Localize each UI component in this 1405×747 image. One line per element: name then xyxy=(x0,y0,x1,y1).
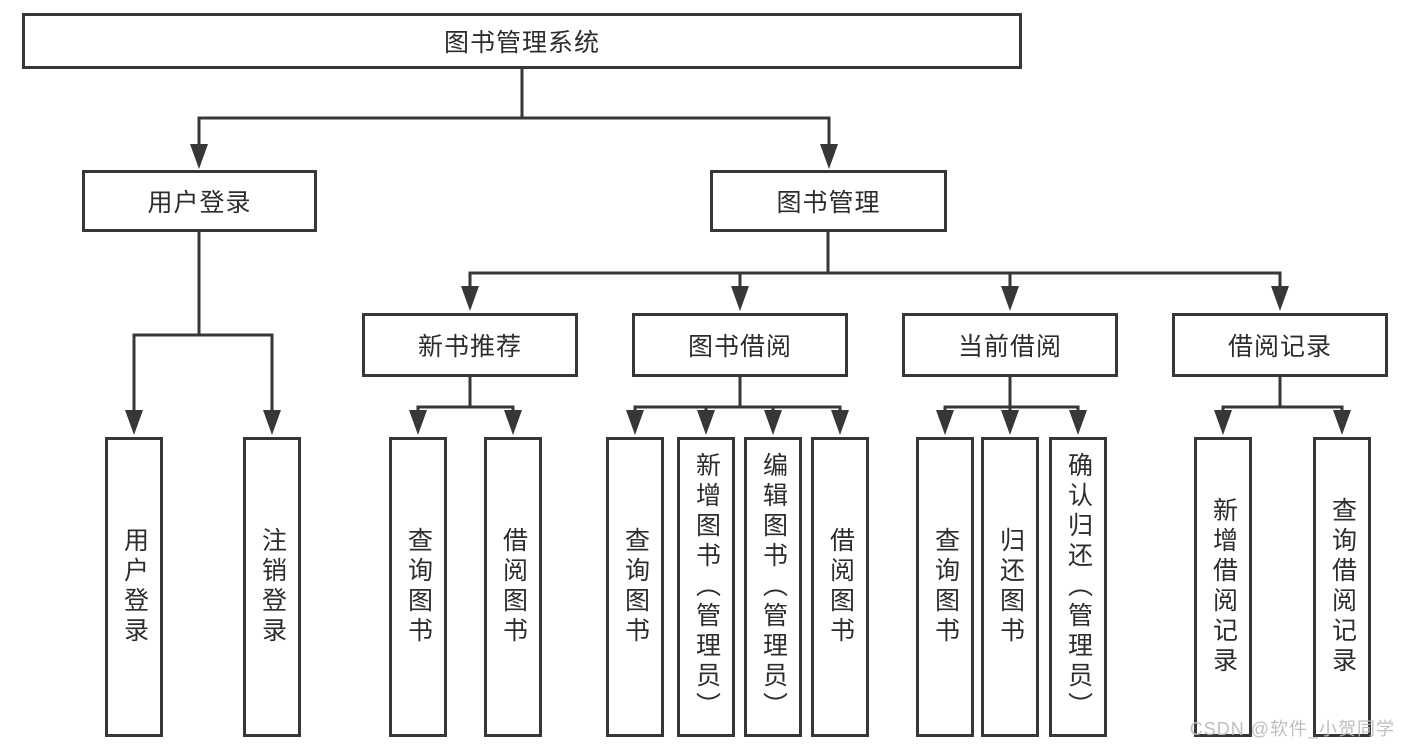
leaf-logout-label: 注销登录 xyxy=(258,527,287,647)
node-library-system: 图书管理系统 xyxy=(22,13,1022,69)
leaf-query-books-borrow-label: 查询图书 xyxy=(621,527,650,647)
leaf-logout: 注销登录 xyxy=(243,437,301,737)
node-book-management-label: 图书管理 xyxy=(776,189,881,217)
leaf-borrow-books-recommend-label: 借阅图书 xyxy=(499,527,528,647)
leaf-query-borrow-record: 查询借阅记录 xyxy=(1313,437,1371,737)
leaf-query-books-recommend-label: 查询图书 xyxy=(404,527,433,647)
node-current-borrow: 当前借阅 xyxy=(902,313,1118,377)
node-new-book-recommend: 新书推荐 xyxy=(362,313,578,377)
arrowheads xyxy=(125,144,1351,435)
leaf-edit-books-admin-label: 编辑图书（管理员） xyxy=(759,452,788,722)
leaf-query-books-borrow: 查询图书 xyxy=(606,437,664,737)
leaf-confirm-return-admin: 确认归还（管理员） xyxy=(1049,437,1107,737)
leaf-add-books-admin-label: 新增图书（管理员） xyxy=(692,452,721,722)
node-current-borrow-label: 当前借阅 xyxy=(957,333,1062,361)
node-book-management: 图书管理 xyxy=(710,170,947,232)
leaf-confirm-return-admin-label: 确认归还（管理员） xyxy=(1064,452,1093,722)
node-user-login-label: 用户登录 xyxy=(147,189,252,217)
leaf-edit-books-admin: 编辑图书（管理员） xyxy=(744,437,802,737)
leaf-add-borrow-record: 新增借阅记录 xyxy=(1194,437,1252,737)
leaf-add-borrow-record-label: 新增借阅记录 xyxy=(1209,497,1238,677)
node-new-book-recommend-label: 新书推荐 xyxy=(417,333,522,361)
leaf-query-books-current: 查询图书 xyxy=(916,437,974,737)
node-book-borrow: 图书借阅 xyxy=(632,313,848,377)
leaf-borrow-books-label: 借阅图书 xyxy=(826,527,855,647)
leaf-query-books-current-label: 查询图书 xyxy=(931,527,960,647)
leaf-borrow-books-recommend: 借阅图书 xyxy=(484,437,542,737)
leaf-return-books: 归还图书 xyxy=(981,437,1039,737)
node-book-borrow-label: 图书借阅 xyxy=(687,333,792,361)
leaf-user-login-label: 用户登录 xyxy=(120,527,149,647)
leaf-query-books-recommend: 查询图书 xyxy=(389,437,447,737)
leaf-query-borrow-record-label: 查询借阅记录 xyxy=(1328,497,1357,677)
leaf-user-login: 用户登录 xyxy=(105,437,163,737)
node-user-login: 用户登录 xyxy=(82,170,317,232)
csdn-watermark: CSDN @软件_小贺同学 xyxy=(1189,719,1395,739)
leaf-add-books-admin: 新增图书（管理员） xyxy=(677,437,735,737)
node-borrow-records-label: 借阅记录 xyxy=(1227,333,1332,361)
node-borrow-records: 借阅记录 xyxy=(1172,313,1388,377)
leaf-return-books-label: 归还图书 xyxy=(996,527,1025,647)
leaf-borrow-books: 借阅图书 xyxy=(811,437,869,737)
node-library-system-label: 图书管理系统 xyxy=(443,29,600,57)
